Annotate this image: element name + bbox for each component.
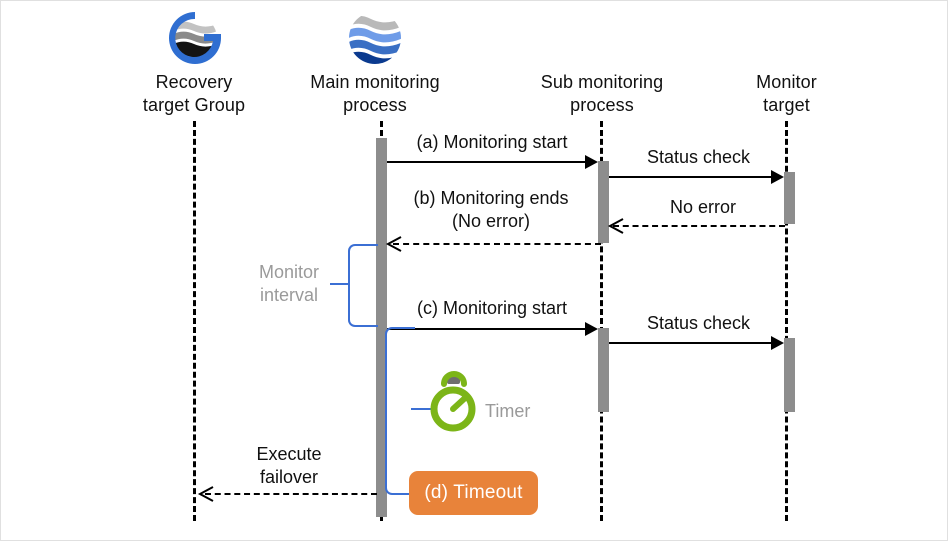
arrowhead-no-error (607, 218, 624, 234)
message-label-monitoring-start-c: (c) Monitoring start (416, 298, 568, 318)
lifeline-monitor-target (785, 121, 788, 521)
arrowhead-monitoring-start-c (585, 322, 598, 336)
timer-bracket (385, 327, 415, 495)
message-line-status-check-1 (609, 176, 773, 178)
arrowhead-monitoring-start-a (585, 155, 598, 169)
monitor-interval-bracket (348, 244, 378, 327)
message-line-execute-failover (205, 493, 377, 495)
timer-stopwatch-icon (425, 371, 483, 433)
message-line-status-check-2 (609, 342, 773, 344)
message-label-status-check-1: Status check (646, 147, 751, 167)
message-label-monitoring-ends-b: (b) Monitoring ends (No error) (413, 188, 569, 232)
actor-label-sub-monitoring-process: Sub monitoring process (540, 72, 664, 116)
message-line-monitoring-start-c (387, 328, 587, 330)
message-line-no-error (613, 225, 785, 227)
timer-bracket-tick (411, 408, 433, 410)
actor-label-main-monitoring-process: Main monitoring process (310, 72, 440, 116)
message-label-no-error: No error (669, 197, 736, 217)
message-line-monitoring-ends-b (393, 243, 601, 245)
wave-globe-icon (345, 7, 405, 69)
actor-label-recovery-target-group: Recovery target Group (142, 72, 246, 116)
activation-bar-monitor-target-1 (784, 172, 795, 224)
activation-bar-monitor-target-2 (784, 338, 795, 412)
activation-bar-sub-process-2 (598, 328, 609, 412)
activation-bar-sub-process-1 (598, 161, 609, 243)
activation-bar-main-process (376, 138, 387, 517)
message-label-status-check-2: Status check (646, 313, 751, 333)
monitor-interval-label: Monitor interval (258, 262, 320, 306)
arrowhead-monitoring-ends-b (385, 236, 402, 252)
g-globe-icon (164, 7, 226, 69)
actor-label-monitor-target: Monitor target (756, 72, 817, 116)
arrowhead-status-check-2 (771, 336, 784, 350)
arrowhead-execute-failover (197, 486, 214, 502)
timeout-badge: (d) Timeout (409, 471, 538, 515)
arrowhead-status-check-1 (771, 170, 784, 184)
monitor-interval-bracket-tick (330, 283, 350, 285)
message-label-execute-failover: Execute failover (256, 444, 322, 488)
lifeline-recovery-target-group (193, 121, 196, 521)
lifeline-sub-monitoring-process (600, 121, 603, 521)
message-line-monitoring-start-a (387, 161, 587, 163)
message-label-monitoring-start-a: (a) Monitoring start (416, 132, 568, 152)
timer-label: Timer (485, 401, 531, 421)
